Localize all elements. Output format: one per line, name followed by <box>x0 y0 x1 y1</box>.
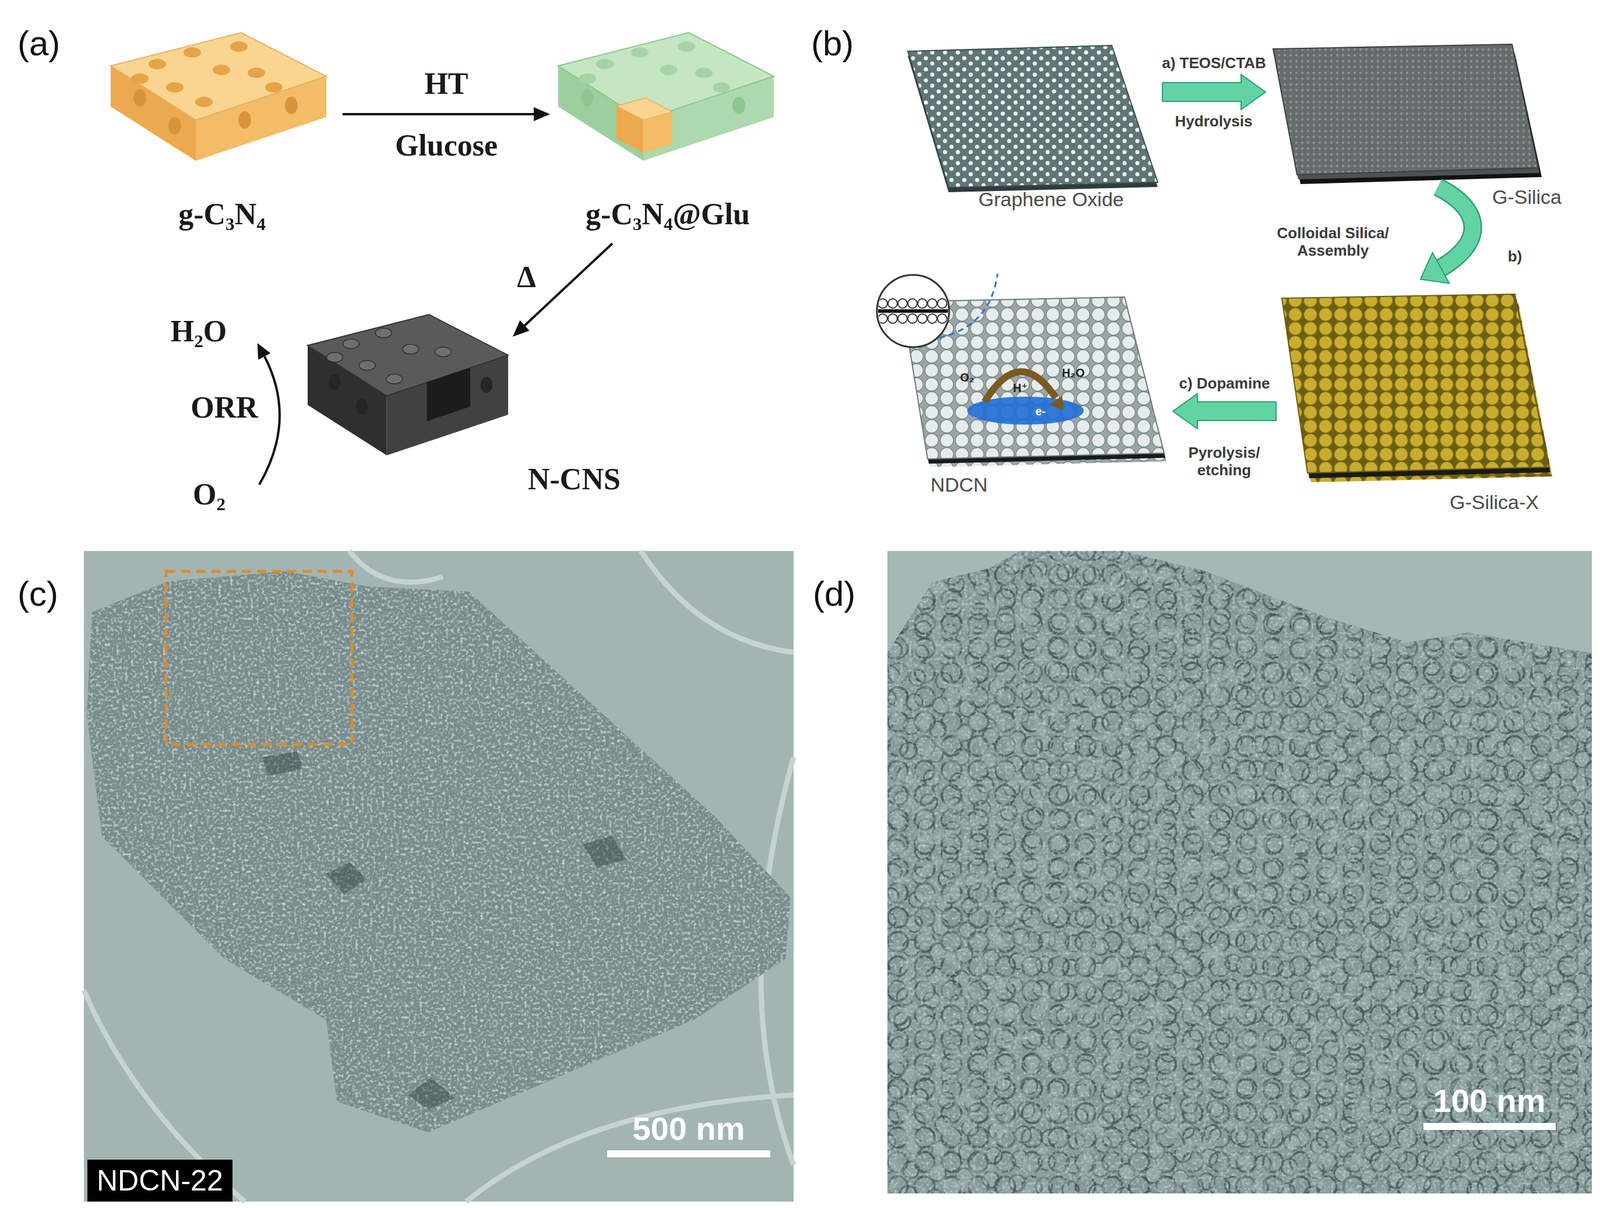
edge-label: Colloidal Silica/ Assembly <box>1245 224 1421 260</box>
curved-block-arrow <box>1420 187 1473 284</box>
edge-label: HT <box>424 66 468 102</box>
node-label: NDCN <box>930 473 988 497</box>
silica-sphere-sheet <box>1281 294 1553 483</box>
edge-label: Δ <box>516 259 537 295</box>
species-label: H⁺ <box>1013 381 1028 395</box>
step-label: b) <box>1507 247 1523 266</box>
process-arrow <box>512 243 613 337</box>
step-label: Pyrolysis/ etching <box>1168 443 1280 479</box>
species-label: H₂O <box>170 314 227 350</box>
node-label: Graphene Oxide <box>978 187 1124 211</box>
gcn-slab <box>110 32 327 161</box>
species-label: O₂ <box>192 477 226 513</box>
node-label: G-Silica-X <box>1449 490 1539 514</box>
edge-label: c) Dopamine <box>1178 374 1270 393</box>
step-label: Hydrolysis <box>1175 112 1253 130</box>
reaction-label: ORR <box>190 390 259 426</box>
tem-image-low-mag <box>83 551 794 1203</box>
panel-letter: (d) <box>812 573 856 615</box>
species-label: O₂ <box>960 371 975 384</box>
carbon-slab <box>307 314 509 456</box>
sheet-illustration: Graphene Oxide <box>897 40 1158 190</box>
block-arrow <box>1162 74 1266 110</box>
species-label: H₂O <box>1062 366 1085 380</box>
sample-tag: NDCN-22 <box>87 1160 233 1203</box>
block-arrow <box>1172 393 1277 429</box>
material-illustration: g-C₃N₄@Glu <box>555 30 780 241</box>
orr-arrow <box>257 343 280 485</box>
panel-letter: (a) <box>17 23 61 65</box>
material-illustration: N-CNS <box>305 275 511 490</box>
species-label: e- <box>1035 404 1046 418</box>
silica-sheet <box>1273 44 1542 185</box>
ndcn-sheet <box>873 273 1167 468</box>
sheet-illustration: G-Silica-X <box>1280 294 1552 484</box>
node-label: G-Silica <box>1492 185 1562 209</box>
panel-letter: (b) <box>811 23 854 65</box>
scale-bar-label: 100 nm <box>1433 1083 1546 1120</box>
edge-label: a) TEOS/CTAB <box>1161 54 1267 72</box>
scale-bar-label: 500 nm <box>632 1111 746 1148</box>
tem-image-high-mag <box>887 551 1592 1194</box>
material-illustration: g-C₃N₄ <box>107 30 337 241</box>
sheet-illustration: NDCN <box>873 270 1169 470</box>
graphene-oxide-sheet <box>907 45 1158 193</box>
reagent-label: Glucose <box>395 128 498 164</box>
process-arrow <box>342 107 551 122</box>
coated-slab <box>558 32 774 161</box>
node-label: g-C₃N₄@Glu <box>585 196 750 232</box>
panel-letter: (c) <box>17 573 59 615</box>
node-label: g-C₃N₄ <box>178 196 266 232</box>
node-label: N-CNS <box>527 462 621 498</box>
sheet-illustration: G-Silica <box>1270 40 1541 184</box>
